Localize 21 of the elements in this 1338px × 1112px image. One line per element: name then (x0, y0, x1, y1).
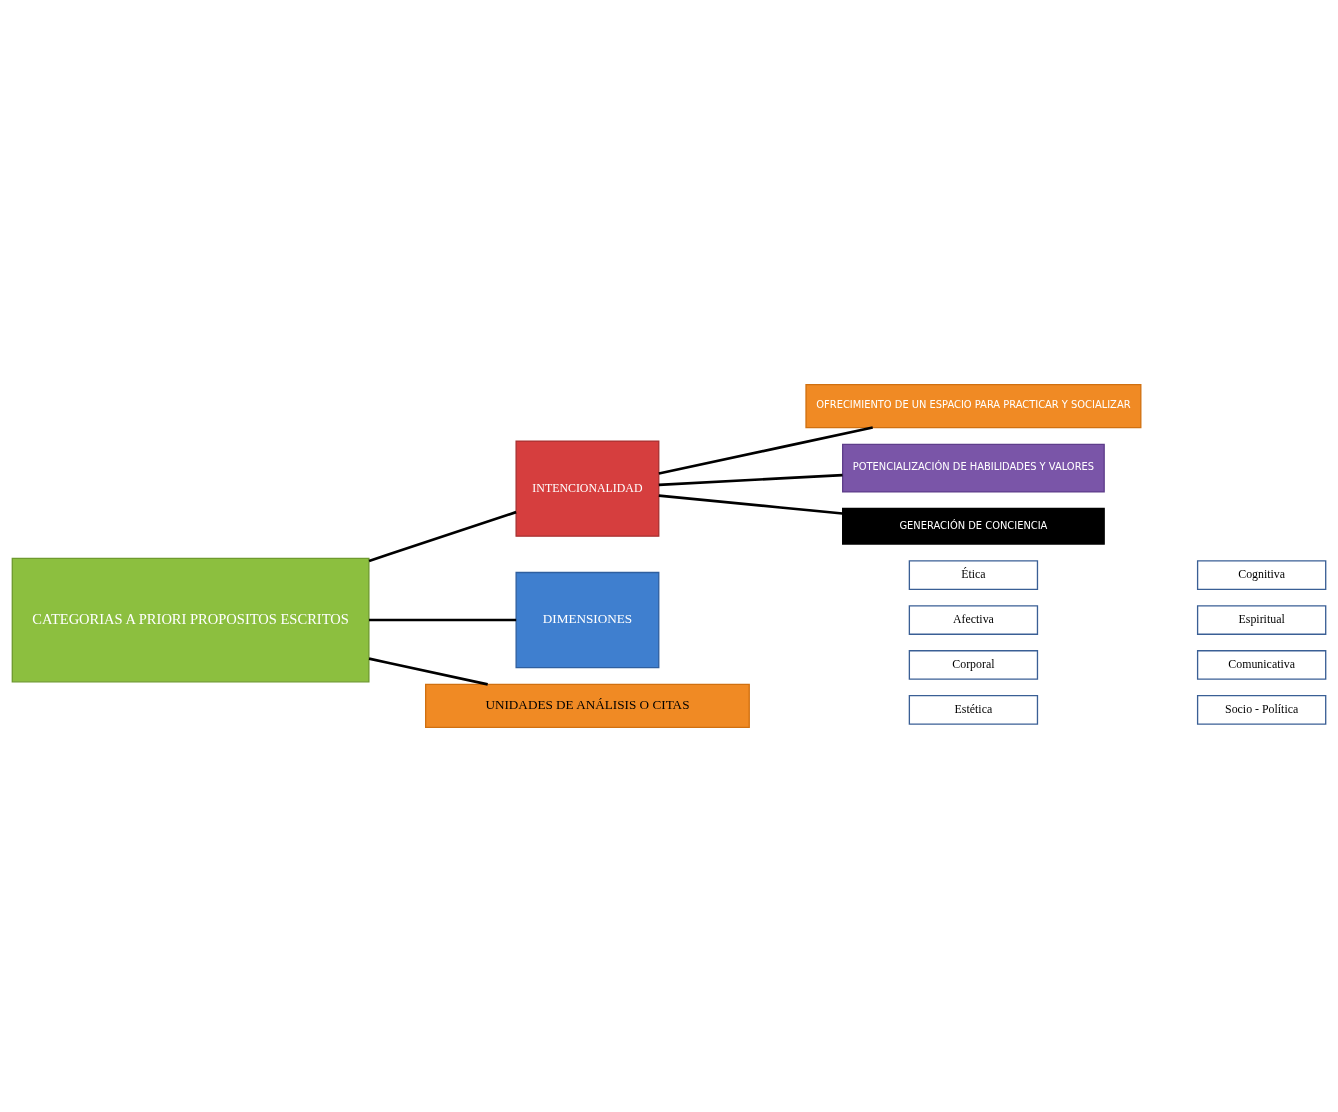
node-box: Ética (908, 560, 1039, 590)
node-box: Estética (908, 695, 1039, 725)
connector (658, 473, 843, 487)
node-box: UNIDADES DE ANÁLISIS O CITAS (425, 683, 750, 728)
node-box: Cognitiva (1196, 560, 1327, 590)
node-box: OFRECIMIENTO DE UN ESPACIO PARA PRACTICAR Y SOCIALIZAR (805, 383, 1142, 429)
connector (369, 618, 517, 622)
node-box: GENERACIÓN DE CONCIENCIA (842, 507, 1105, 545)
node-box: Comunicativa (1196, 650, 1327, 680)
node-box: Afectiva (908, 605, 1039, 635)
connector (658, 494, 843, 515)
connector (368, 657, 488, 686)
connector (658, 426, 873, 475)
node-box: Socio - Política (1196, 695, 1327, 725)
node-box: CATEGORIAS A PRIORI PROPOSITOS ESCRITOS (11, 557, 370, 683)
node-box: Espiritual (1196, 605, 1327, 635)
connector (368, 510, 517, 563)
node-box: DIMENSIONES (515, 571, 660, 669)
node-box: INTENCIONALIDAD (515, 440, 660, 537)
node-box: Corporal (908, 650, 1039, 680)
node-box: POTENCIALIZACIÓN DE HABILIDADES Y VALORES (842, 443, 1105, 493)
